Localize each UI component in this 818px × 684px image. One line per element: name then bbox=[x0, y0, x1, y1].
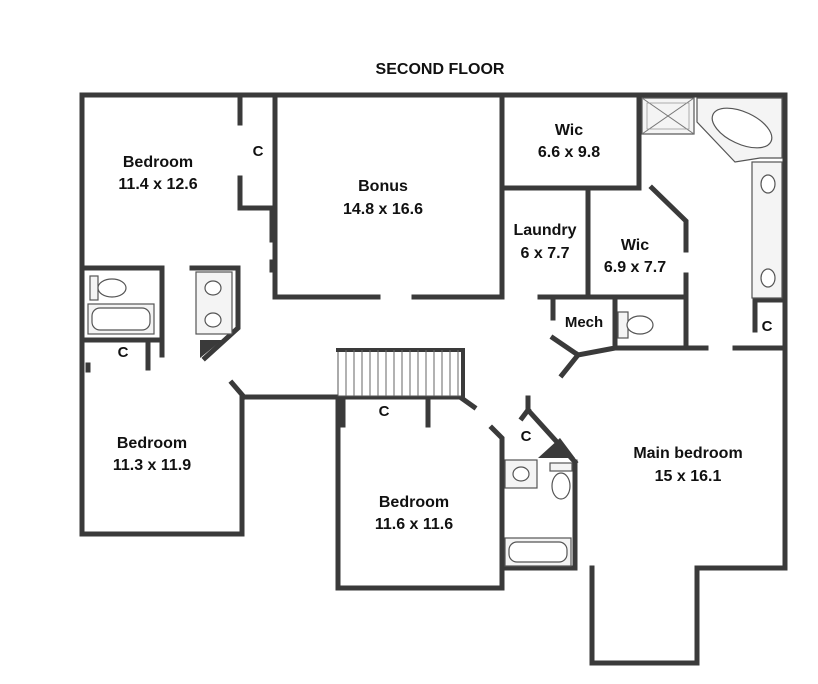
wall-fills bbox=[200, 340, 575, 458]
room-dims-main-bedroom: 15 x 16.1 bbox=[655, 468, 722, 485]
shower-icon bbox=[641, 97, 695, 135]
closet-label: C bbox=[253, 143, 264, 160]
room-dims-wic-top: 6.6 x 9.8 bbox=[538, 144, 600, 161]
toilet-icon bbox=[89, 275, 127, 301]
room-dims-wic-mid: 6.9 x 7.7 bbox=[604, 259, 666, 276]
room-name-wic-mid: Wic bbox=[621, 237, 649, 254]
vanity-icon bbox=[751, 161, 783, 299]
staircase bbox=[336, 348, 465, 398]
interior-walls bbox=[79, 94, 788, 571]
toilet-icon bbox=[549, 462, 573, 500]
closet-label: C bbox=[521, 428, 532, 445]
bathtub-icon bbox=[87, 303, 155, 335]
toilet-icon bbox=[617, 311, 654, 339]
room-dims-bonus: 14.8 x 16.6 bbox=[343, 201, 423, 218]
plan-title: SECOND FLOOR bbox=[376, 61, 505, 78]
room-name-mech: Mech bbox=[565, 314, 603, 331]
room-labels: Bedroom 11.4 x 12.6 Bonus 14.8 x 16.6 Wi… bbox=[113, 122, 743, 533]
room-dims-bedroom-s: 11.6 x 11.6 bbox=[375, 516, 453, 533]
room-name-bedroom-sw: Bedroom bbox=[117, 435, 187, 452]
room-name-bonus: Bonus bbox=[358, 178, 408, 195]
closet-label: C bbox=[118, 344, 129, 361]
room-name-bedroom-s: Bedroom bbox=[379, 494, 449, 511]
room-dims-bedroom-sw: 11.3 x 11.9 bbox=[113, 457, 191, 474]
vanity-icon bbox=[195, 271, 233, 335]
room-dims-laundry: 6 x 7.7 bbox=[521, 245, 570, 262]
vanity-icon bbox=[504, 459, 538, 489]
room-name-bedroom-nw: Bedroom bbox=[123, 154, 193, 171]
closet-label: C bbox=[379, 403, 390, 420]
room-name-main-bedroom: Main bedroom bbox=[633, 445, 742, 462]
bathtub-icon bbox=[696, 97, 783, 163]
closet-label: C bbox=[762, 318, 773, 335]
bathtub-icon bbox=[504, 537, 572, 567]
room-name-laundry: Laundry bbox=[513, 222, 576, 239]
room-name-wic-top: Wic bbox=[555, 122, 583, 139]
fixtures bbox=[87, 97, 783, 567]
closet-labels: C C C C C bbox=[118, 143, 773, 445]
room-dims-bedroom-nw: 11.4 x 12.6 bbox=[118, 176, 197, 193]
